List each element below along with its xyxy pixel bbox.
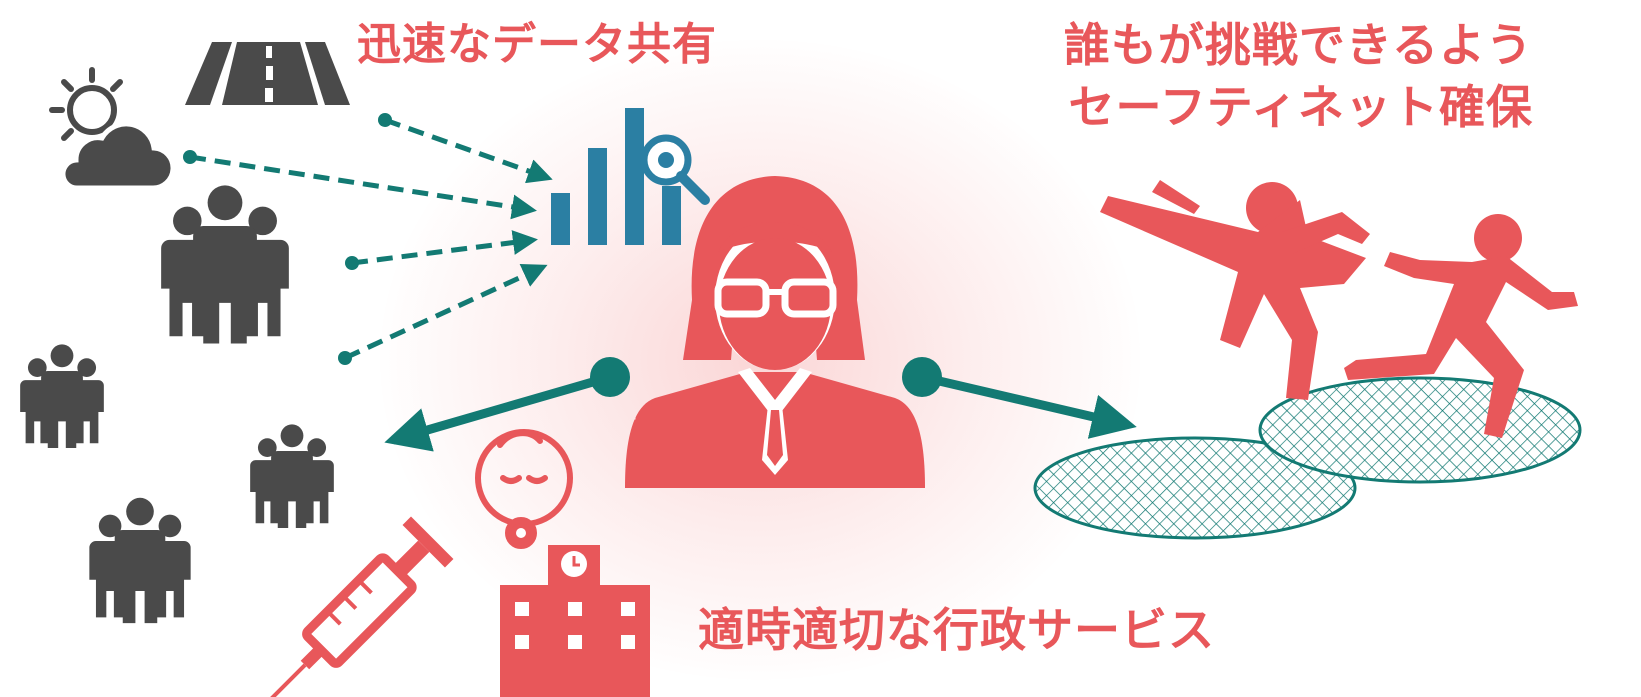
people-group-icon — [250, 424, 334, 528]
safety-arrow-origin — [902, 357, 942, 397]
hospital-icon — [500, 545, 650, 697]
weather-icon — [49, 67, 176, 191]
syringe-icon — [262, 516, 454, 697]
officer-icon — [625, 176, 925, 488]
service-arrow-origin — [590, 357, 630, 397]
caption-safety-net-line2: セーフティネット確保 — [1068, 80, 1533, 134]
safety-arrow — [920, 372, 1137, 439]
bar-chart-search-icon — [551, 108, 710, 245]
people-group-icon — [161, 185, 289, 343]
caption-safety-net: 誰もが挑戦できるよう セーフティネット確保 — [1064, 14, 1533, 138]
kicking-person-icon — [1100, 180, 1370, 400]
people-group-icon — [20, 344, 104, 448]
baby-icon — [475, 429, 573, 549]
road-icon — [185, 42, 350, 105]
caption-data-sharing: 迅速なデータ共有 — [357, 19, 717, 70]
caption-admin-services: 適時適切な行政サービス — [698, 603, 1215, 657]
running-person-icon — [1344, 214, 1578, 438]
people-group-icon — [89, 498, 190, 623]
service-arrow — [384, 372, 612, 452]
data-flow-dots — [183, 113, 392, 365]
data-flow-arrows — [189, 117, 553, 361]
caption-safety-net-line1: 誰もが挑戦できるよう — [1063, 18, 1533, 72]
